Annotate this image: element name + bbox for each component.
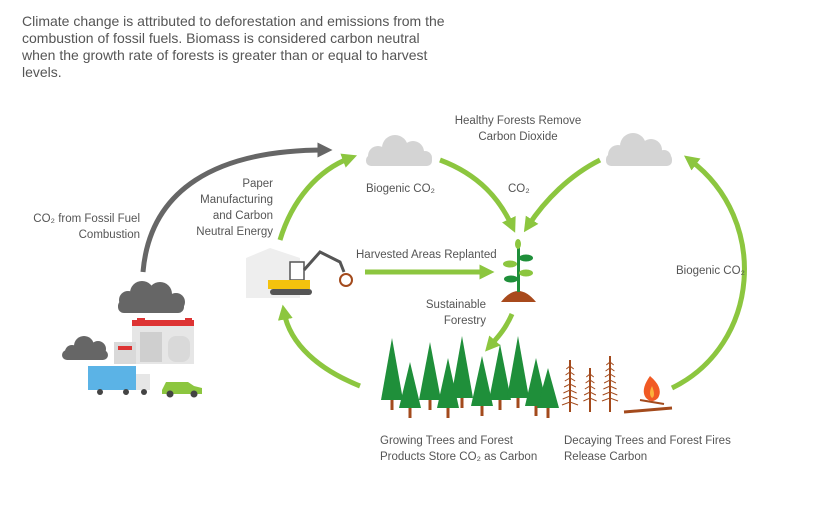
label-fossil-fuel: CO₂ from Fossil Fuel Combustion	[33, 213, 140, 241]
intro-text: Climate change is attributed to deforest…	[22, 13, 445, 80]
arrow-fire-to-cloud	[670, 155, 747, 391]
truck-icon	[88, 366, 150, 395]
arrow-machine-to-cloud	[277, 153, 358, 241]
dead-tree-icon	[601, 356, 619, 412]
dead-tree-icon	[583, 368, 597, 412]
fossil-emission-arrow	[140, 142, 333, 273]
pine-tree-icon	[507, 336, 529, 408]
label-decaying-trees: Decaying Trees and Forest Fires Release …	[564, 435, 731, 463]
label-biogenic-left: Biogenic CO₂	[366, 183, 436, 195]
label-biogenic-right: Biogenic CO₂	[676, 265, 746, 277]
pine-tree-icon	[451, 336, 473, 408]
label-healthy-forests: Healthy Forests Remove Carbon Dioxide	[454, 115, 582, 143]
forest-icon	[381, 336, 559, 418]
label-paper-manufacturing: Paper Manufacturing and Carbon Neutral E…	[196, 178, 273, 238]
fire-icon	[623, 376, 673, 414]
arrow-sapling-to-forest	[485, 312, 515, 352]
label-harvested-replanted: Harvested Areas Replanted	[356, 249, 497, 261]
smoke-cloud-icon	[118, 281, 185, 313]
harvester-machine-icon	[246, 248, 353, 298]
car-icon	[162, 382, 202, 398]
pine-tree-icon	[537, 368, 559, 418]
pine-tree-icon	[489, 344, 511, 410]
decaying-trees-icon	[561, 356, 619, 412]
arrow-forest-to-machine	[277, 304, 361, 389]
dead-tree-icon	[561, 360, 579, 412]
pine-tree-icon	[471, 356, 493, 416]
factory-icon	[114, 318, 194, 364]
label-co2: CO₂	[508, 183, 530, 195]
label-growing-trees: Growing Trees and Forest Products Store …	[380, 435, 538, 463]
sapling-icon	[501, 239, 536, 302]
pine-tree-icon	[399, 362, 421, 418]
pine-tree-icon	[419, 342, 441, 410]
cloud-icon	[366, 135, 432, 166]
label-sustainable-forestry: Sustainable Forestry	[425, 299, 486, 327]
cloud-icon	[606, 133, 672, 166]
arrow-rightcloud-to-sapling	[523, 157, 602, 233]
pine-tree-icon	[381, 338, 403, 410]
arrow-cloud-to-sapling	[439, 157, 516, 233]
smoke-cloud-icon	[62, 336, 108, 360]
